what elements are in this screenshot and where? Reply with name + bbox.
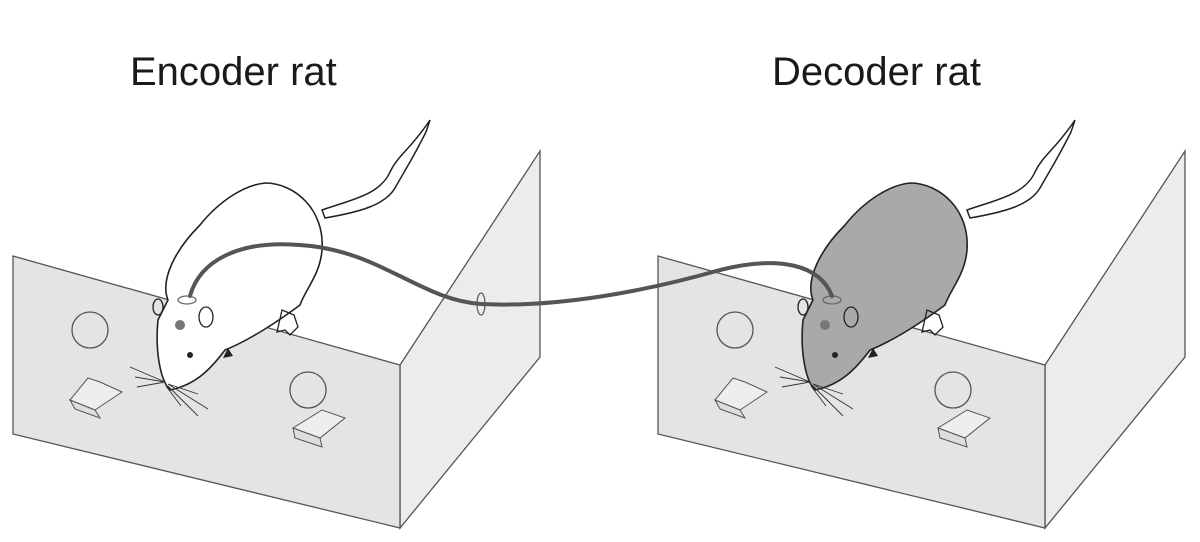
connecting-cable — [188, 242, 834, 307]
encoder-rat-label: Encoder rat — [130, 50, 337, 94]
decoder-rat-label: Decoder rat — [772, 50, 981, 94]
